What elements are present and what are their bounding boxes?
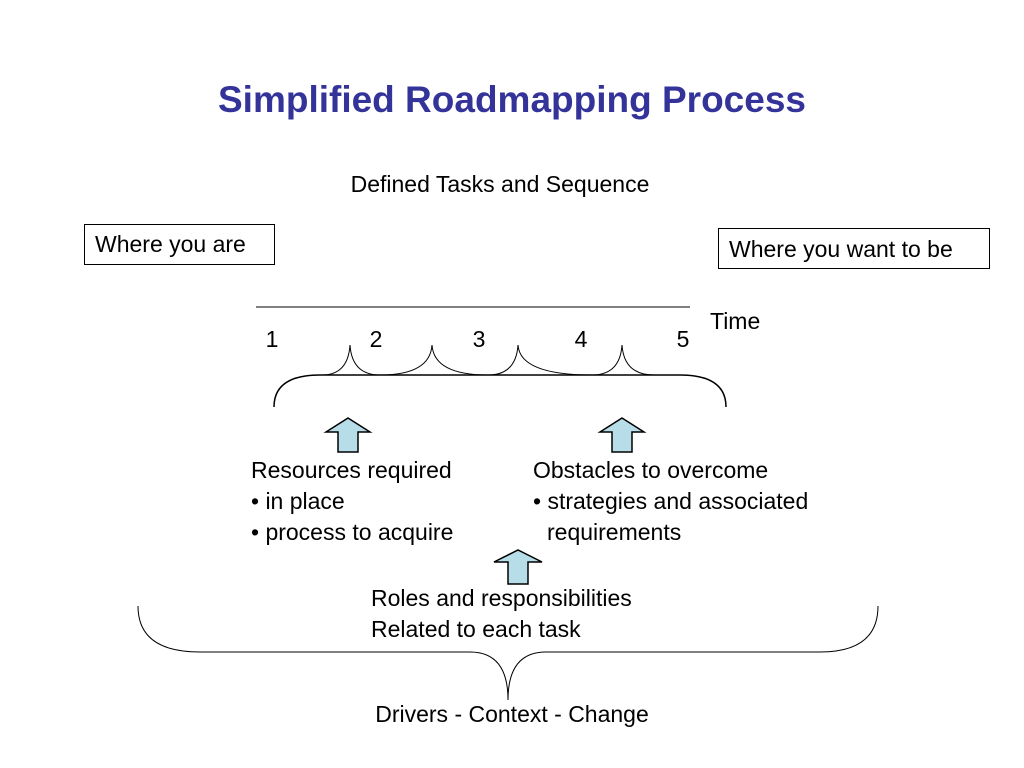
up-arrow-roles: [493, 549, 543, 585]
step-4: 4: [574, 326, 588, 352]
drivers-label: Drivers - Context - Change: [375, 701, 649, 727]
roles-line-1: Roles and responsibilities: [371, 585, 632, 611]
resources-item-in-place: • in place: [251, 488, 345, 514]
resources-item-process: • process to acquire: [251, 519, 454, 545]
obstacles-item-requirements: requirements: [547, 519, 682, 545]
step-5: 5: [676, 326, 690, 352]
start-state-box: Where you are: [84, 224, 275, 265]
small-brace-1: [321, 344, 381, 376]
page-title: Simplified Roadmapping Process: [217, 79, 806, 120]
time-label: Time: [710, 308, 761, 334]
resources-heading: Resources required: [251, 457, 452, 483]
up-arrow-obstacles: [597, 417, 647, 453]
small-brace-3: [487, 344, 593, 376]
small-brace-4: [591, 344, 655, 376]
obstacles-item-strategies: • strategies and associated: [533, 488, 809, 514]
step-3: 3: [472, 326, 486, 352]
steps-brace: [273, 374, 727, 408]
end-state-box: Where you want to be: [718, 228, 990, 269]
small-brace-2: [379, 344, 489, 376]
step-1: 1: [265, 326, 279, 352]
diagram-subtitle: Defined Tasks and Sequence: [350, 171, 650, 197]
bottom-brace: [137, 605, 879, 701]
roles-line-2: Related to each task: [371, 616, 581, 642]
obstacles-heading: Obstacles to overcome: [533, 457, 769, 483]
up-arrow-resources: [323, 417, 373, 453]
step-2: 2: [369, 326, 383, 352]
